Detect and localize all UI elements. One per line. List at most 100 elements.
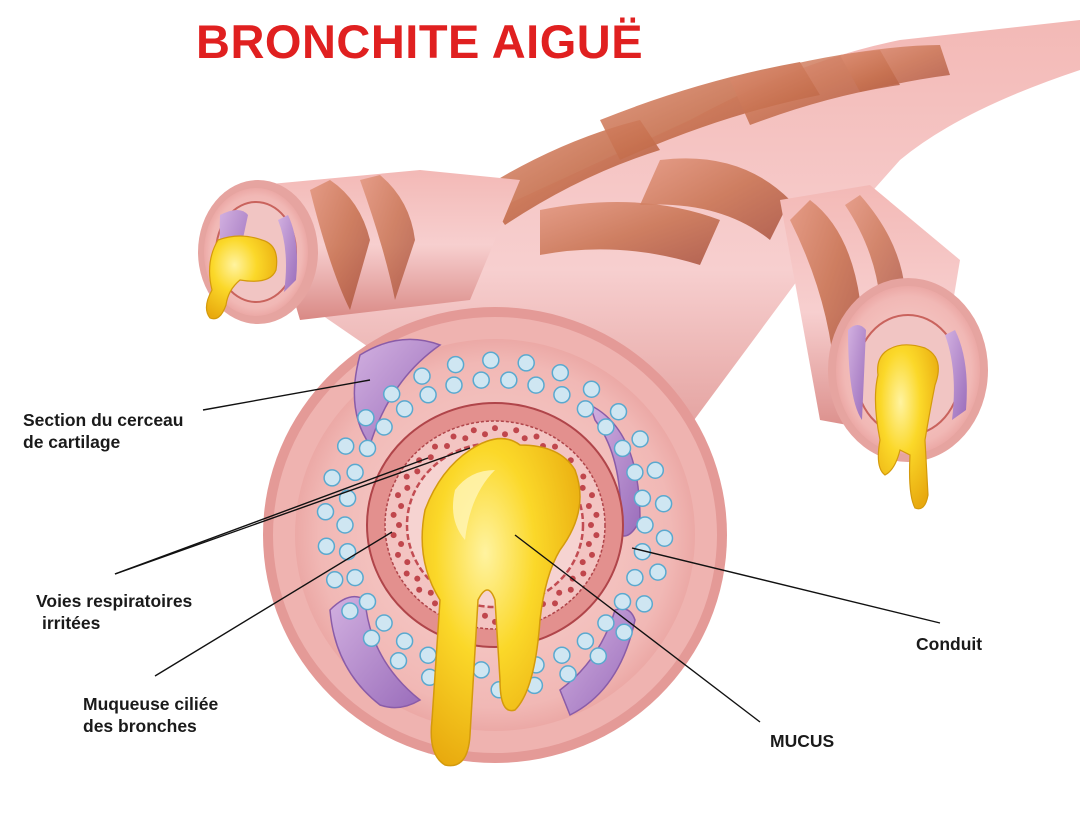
gland-cell (553, 386, 571, 404)
gland-cell (413, 367, 431, 385)
page-title: BRONCHITE AIGUË (196, 15, 644, 68)
gland-cell (655, 529, 674, 547)
gland-cell (551, 363, 570, 382)
gland-cell (357, 408, 375, 427)
label-cartilage-line2: de cartilage (23, 432, 121, 452)
gland-cell (597, 614, 615, 632)
cilia-dot (444, 443, 450, 449)
cilia-dot (589, 492, 595, 499)
gland-cell (358, 439, 377, 458)
cilia-dot (470, 427, 477, 434)
cilia-dot (427, 454, 434, 461)
gland-cell (446, 355, 465, 374)
label-mucosa-line1: Muqueuse ciliée (83, 694, 219, 714)
cilia-dot (404, 484, 411, 491)
gland-cell (358, 592, 377, 611)
gland-cell (338, 542, 357, 561)
label-cartilage-line1: Section du cerceau (23, 410, 184, 430)
cilia-dot (398, 503, 405, 509)
cilia-dot (395, 492, 401, 499)
gland-cell (636, 516, 654, 534)
cilia-dot (567, 586, 574, 593)
cilia-dot (432, 600, 438, 607)
leader-line-airways-1 (114, 447, 471, 575)
cilia-dot (513, 427, 520, 434)
cilia-dot (585, 541, 592, 547)
label-mucus: MUCUS (770, 731, 835, 751)
leader-line-airways-2 (114, 457, 429, 575)
gland-cell (559, 665, 577, 683)
label-duct: Conduit (916, 634, 983, 654)
label-mucosa-line2: des bronches (83, 716, 197, 736)
gland-cell (395, 632, 414, 650)
cilia-dot (482, 431, 488, 438)
cilia-dot (432, 443, 438, 450)
gland-cell (341, 602, 359, 620)
gland-cell (472, 371, 490, 389)
label-irritated-airways: Voies respiratoires irritées (36, 590, 192, 634)
cilia-dot (593, 511, 600, 518)
gland-cell (375, 418, 393, 436)
gland-cell (609, 402, 628, 421)
label-ciliated-mucosa: Muqueuse ciliée des bronches (83, 693, 218, 737)
gland-cell (445, 376, 463, 394)
gland-cell (597, 418, 615, 436)
cilia-dot (450, 433, 457, 440)
cilia-dot (414, 468, 421, 475)
label-cartilage-section: Section du cerceau de cartilage (23, 409, 183, 453)
cilia-dot (403, 570, 410, 577)
cilia-dot (588, 522, 594, 528)
gland-cell (338, 489, 357, 508)
cilia-dot (552, 443, 558, 450)
gland-cell (654, 494, 673, 513)
gland-cell (500, 371, 518, 389)
mucus-left (205, 235, 278, 320)
gland-cell (646, 461, 665, 479)
gland-cell (615, 623, 633, 642)
gland-cell (472, 661, 490, 679)
gland-cell (336, 516, 354, 534)
cilia-dot (492, 425, 498, 432)
gland-cell (626, 463, 644, 482)
cilia-dot (396, 522, 402, 528)
cilia-dot (593, 532, 600, 539)
cilia-dot (502, 431, 508, 438)
gland-cell (317, 537, 336, 556)
leader-line-mucus (514, 534, 761, 723)
gland-cell (419, 386, 437, 404)
gland-cell (649, 563, 667, 581)
gland-cell (576, 400, 595, 418)
gland-cell (576, 632, 595, 650)
gland-cell (395, 400, 414, 418)
gland-cell (389, 652, 408, 670)
gland-cell (626, 568, 644, 587)
cilia-dot (556, 589, 563, 596)
gland-cell (631, 430, 649, 448)
label-airways-line2: irritées (42, 613, 101, 633)
cilia-dot (585, 503, 592, 509)
cilia-dot (398, 541, 405, 547)
gland-cell (482, 351, 500, 369)
mucus-main (421, 437, 581, 767)
cilia-dot (404, 559, 411, 566)
label-airways-line1: Voies respiratoires (36, 591, 193, 611)
gland-cell (553, 646, 571, 664)
cilia-dot (579, 484, 586, 491)
cilia-dot (427, 589, 434, 596)
gland-cell (633, 542, 652, 561)
cilia-dot (395, 551, 401, 558)
gland-cell (362, 629, 381, 648)
cilia-dot (482, 612, 488, 619)
gland-cell (325, 571, 344, 589)
gland-cell (346, 568, 364, 587)
gland-cell (375, 614, 393, 632)
leader-line-mucosa (154, 531, 393, 677)
gland-cell (316, 503, 335, 521)
cilia-dot (416, 586, 423, 593)
gland-cell (527, 376, 545, 394)
cilia-dot (521, 435, 528, 442)
cilia-dot (552, 600, 558, 607)
cilia-dot (580, 473, 587, 480)
cilia-dot (533, 433, 540, 440)
